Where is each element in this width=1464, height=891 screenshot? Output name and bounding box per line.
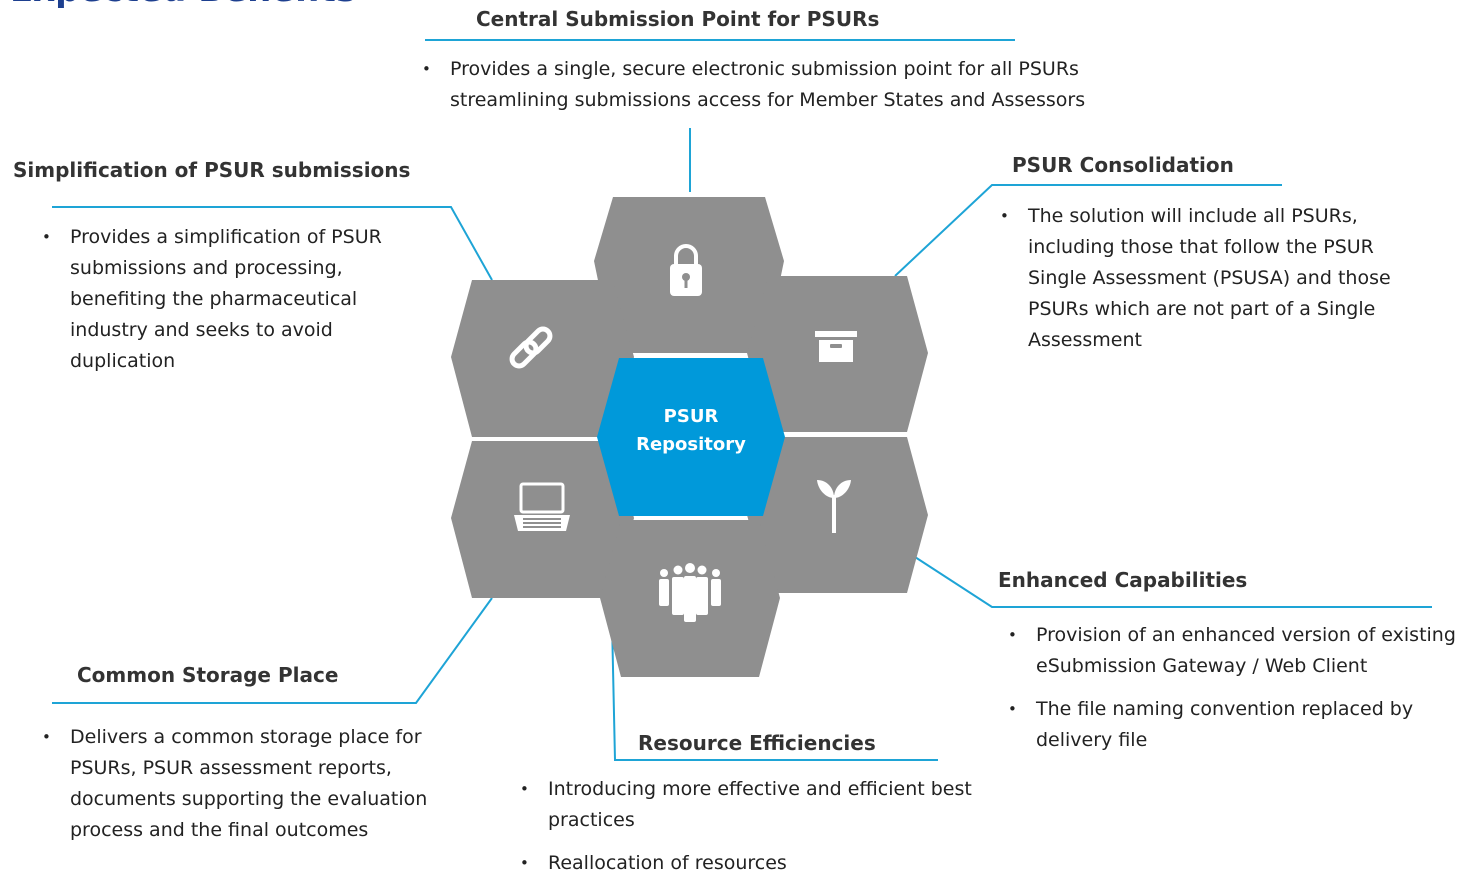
simplification-title: Simplification of PSUR submissions <box>13 158 411 182</box>
hex-lower-right <box>747 437 928 593</box>
enhanced-capabilities-bullets: Provision of an enhanced version of exis… <box>1008 620 1460 768</box>
bullet-item: The solution will include all PSURs, inc… <box>1000 201 1420 356</box>
people-group-icon <box>659 563 721 622</box>
bullet-item: Provides a single, secure electronic sub… <box>422 54 1097 116</box>
connector-consolidation <box>894 184 1282 277</box>
hex-center <box>597 358 785 516</box>
enhanced-capabilities-title: Enhanced Capabilities <box>998 568 1248 592</box>
connector-enhanced <box>914 556 1432 608</box>
bullet-item: The file naming convention replaced by d… <box>1008 694 1460 756</box>
archive-box-icon <box>815 331 857 362</box>
common-storage-title: Common Storage Place <box>77 663 339 687</box>
chain-link-icon <box>509 326 553 369</box>
bullet-item: Delivers a common storage place for PSUR… <box>42 722 482 846</box>
laptop-icon <box>514 482 570 531</box>
connector-common <box>52 597 493 704</box>
simplification-bullets: Provides a simplification of PSUR submis… <box>42 222 412 389</box>
connector-central <box>425 39 1015 192</box>
connector-resource <box>611 621 938 761</box>
bullet-item: Provides a simplification of PSUR submis… <box>42 222 412 377</box>
connector-simplification <box>52 206 493 281</box>
hex-diagram <box>52 39 1432 761</box>
center-label-line2: Repository <box>636 434 746 455</box>
consolidation-bullets: The solution will include all PSURs, inc… <box>1000 201 1420 368</box>
central-submission-title: Central Submission Point for PSURs <box>476 7 880 31</box>
hex-upper-left <box>451 280 634 437</box>
center-label: PSUR Repository <box>611 403 771 459</box>
bullet-item: Introducing more effective and efficient… <box>520 774 990 836</box>
lock-icon <box>670 244 702 296</box>
resource-efficiencies-bullets: Introducing more effective and efficient… <box>520 774 990 891</box>
bullet-item: Reallocation of resources <box>520 848 990 879</box>
resource-efficiencies-title: Resource Efficiencies <box>638 731 876 755</box>
bullet-item: Provision of an enhanced version of exis… <box>1008 620 1460 682</box>
page-title: Expected Benefits <box>10 0 356 10</box>
sprout-icon <box>817 480 851 533</box>
consolidation-title: PSUR Consolidation <box>1012 153 1234 177</box>
common-storage-bullets: Delivers a common storage place for PSUR… <box>42 722 482 858</box>
center-label-line1: PSUR <box>663 406 719 427</box>
central-submission-bullets: Provides a single, secure electronic sub… <box>422 54 1097 128</box>
